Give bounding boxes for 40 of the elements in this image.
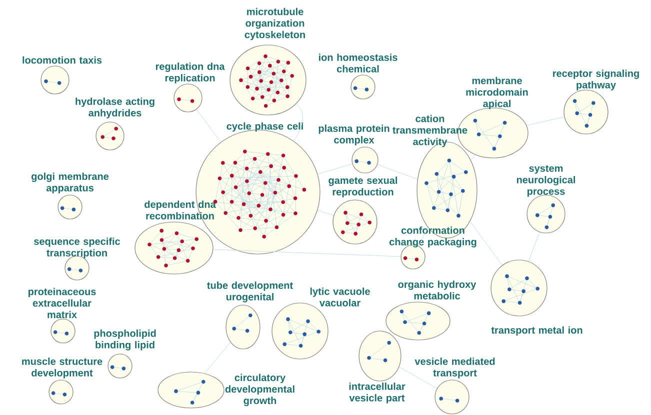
cluster-label: phospholipid binding lipid	[94, 330, 156, 350]
connector-line	[317, 164, 352, 174]
cluster-label: transport metal ion	[491, 326, 582, 336]
connector-line	[202, 226, 206, 230]
cluster-label: circulatory developmental growth	[225, 374, 294, 406]
cluster-label: vesicle mediated transport	[414, 358, 495, 378]
cluster-label: hydrolase acting anhydrides	[76, 98, 154, 118]
cluster-label: membrane microdomain apical	[466, 76, 528, 110]
connector-line	[470, 221, 502, 266]
connector-line	[526, 116, 564, 126]
cluster-label: plasma protein complex	[318, 124, 390, 146]
cluster-label: organic hydroxy metabolic	[398, 280, 476, 300]
cluster-label: receptor signaling pathway	[553, 70, 639, 90]
cluster-label: regulation dna replication	[156, 62, 225, 84]
cluster-label: conformation change packaging	[390, 226, 476, 248]
connector-line	[398, 366, 438, 389]
connector-line	[418, 227, 428, 246]
connector-line	[470, 154, 476, 161]
cluster-label: ion homeostasis chemical	[318, 54, 398, 72]
connector-line	[196, 109, 222, 142]
connector-line	[528, 232, 540, 262]
cluster-label: microtubule organization cytoskeleton	[244, 8, 305, 40]
cluster-label: intracellular vesicle part	[349, 382, 406, 404]
cluster-label: golgi membrane apparatus	[32, 172, 109, 194]
cluster-label: tube development urogenital	[207, 282, 293, 302]
cluster-label: cycle phase cell	[226, 122, 303, 132]
connector-line	[317, 210, 334, 216]
connector-line	[377, 164, 418, 180]
cluster-label: dependent dna recombination	[144, 200, 216, 220]
cluster-label: cation transmembrane activity	[392, 114, 468, 148]
connector-line	[213, 249, 401, 257]
cluster-label: gamete sexual reproduction	[328, 176, 398, 198]
cluster-label: system neurological process	[516, 165, 576, 197]
cluster-label: locomotion taxis	[22, 56, 102, 64]
connector-line	[204, 342, 231, 374]
cluster-label: lytic vacuole vacuolar	[310, 288, 370, 306]
cluster-label: muscle structure development	[22, 358, 102, 378]
cluster-label: sequence specific transcription	[34, 238, 120, 258]
cluster-label: proteinaceous extracellular matrix	[28, 288, 96, 318]
connector-line	[293, 104, 303, 142]
